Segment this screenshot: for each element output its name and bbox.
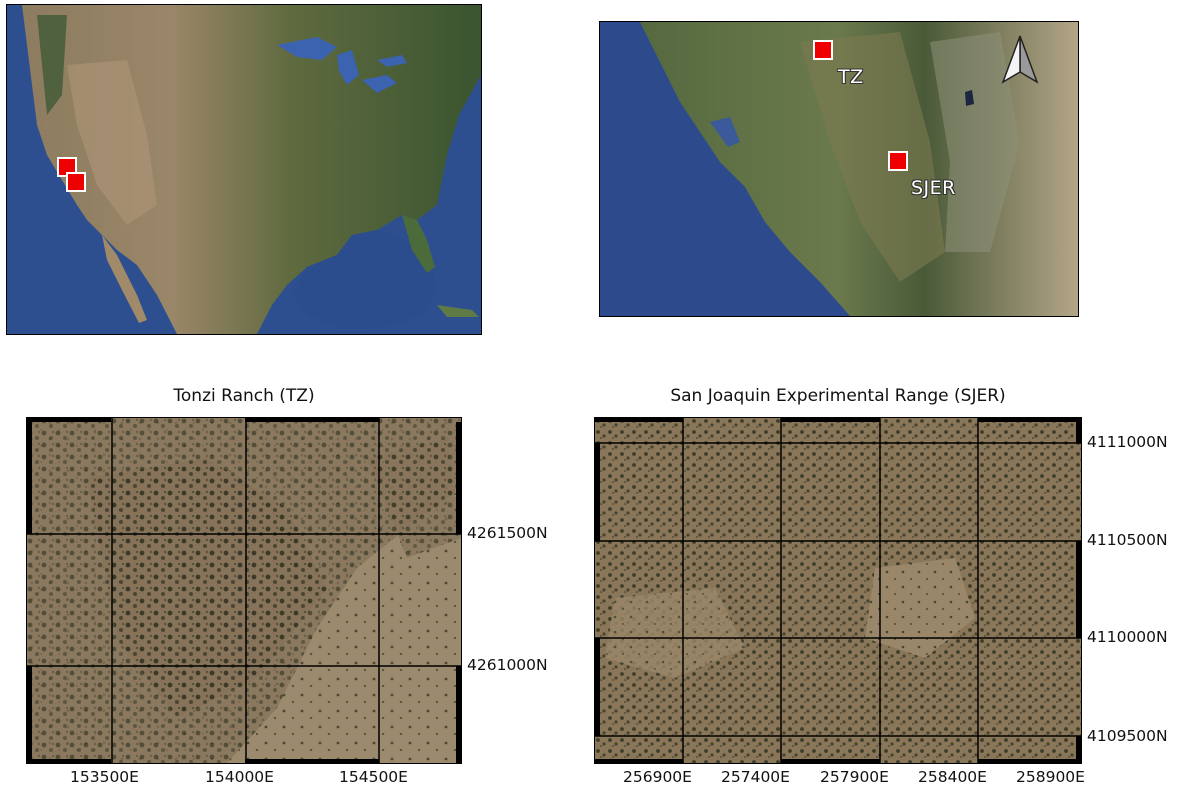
north-arrow-icon — [1001, 35, 1039, 84]
tz-x-tick: 154500E — [339, 768, 408, 786]
sj-x-tick: 257400E — [721, 768, 790, 786]
tz-y-tick: 4261500N — [467, 524, 548, 542]
tz-aerial-map — [26, 417, 462, 764]
tz-map-title: Tonzi Ranch (TZ) — [173, 386, 315, 406]
us-satellite-map — [6, 4, 482, 335]
sjer-aerial-map — [594, 417, 1082, 764]
tz-x-tick: 154000E — [205, 768, 274, 786]
site-marker-sjer[interactable] — [66, 172, 86, 192]
tz-aerial-image — [27, 418, 461, 763]
sj-x-tick: 258900E — [1016, 768, 1085, 786]
sj-map-title: San Joaquin Experimental Range (SJER) — [670, 386, 1006, 406]
sj-y-tick: 4110000N — [1087, 628, 1168, 646]
tz-site-marker[interactable] — [813, 40, 833, 60]
us-map-image — [7, 5, 481, 334]
tz-x-tick: 153500E — [70, 768, 139, 786]
sjer-site-label: SJER — [911, 177, 956, 199]
sj-x-tick: 258400E — [918, 768, 987, 786]
sjer-site-marker[interactable] — [888, 151, 908, 171]
sj-x-tick: 256900E — [623, 768, 692, 786]
sj-y-tick: 4110500N — [1087, 531, 1168, 549]
sjer-aerial-image — [595, 418, 1081, 763]
sj-y-tick: 4111000N — [1087, 433, 1168, 451]
tz-y-tick: 4261000N — [467, 656, 548, 674]
california-map-image — [600, 22, 1078, 316]
sj-y-tick: 4109500N — [1087, 727, 1168, 745]
sj-x-tick: 257900E — [820, 768, 889, 786]
california-satellite-map: TZ SJER — [599, 21, 1079, 317]
tz-site-label: TZ — [838, 66, 864, 88]
